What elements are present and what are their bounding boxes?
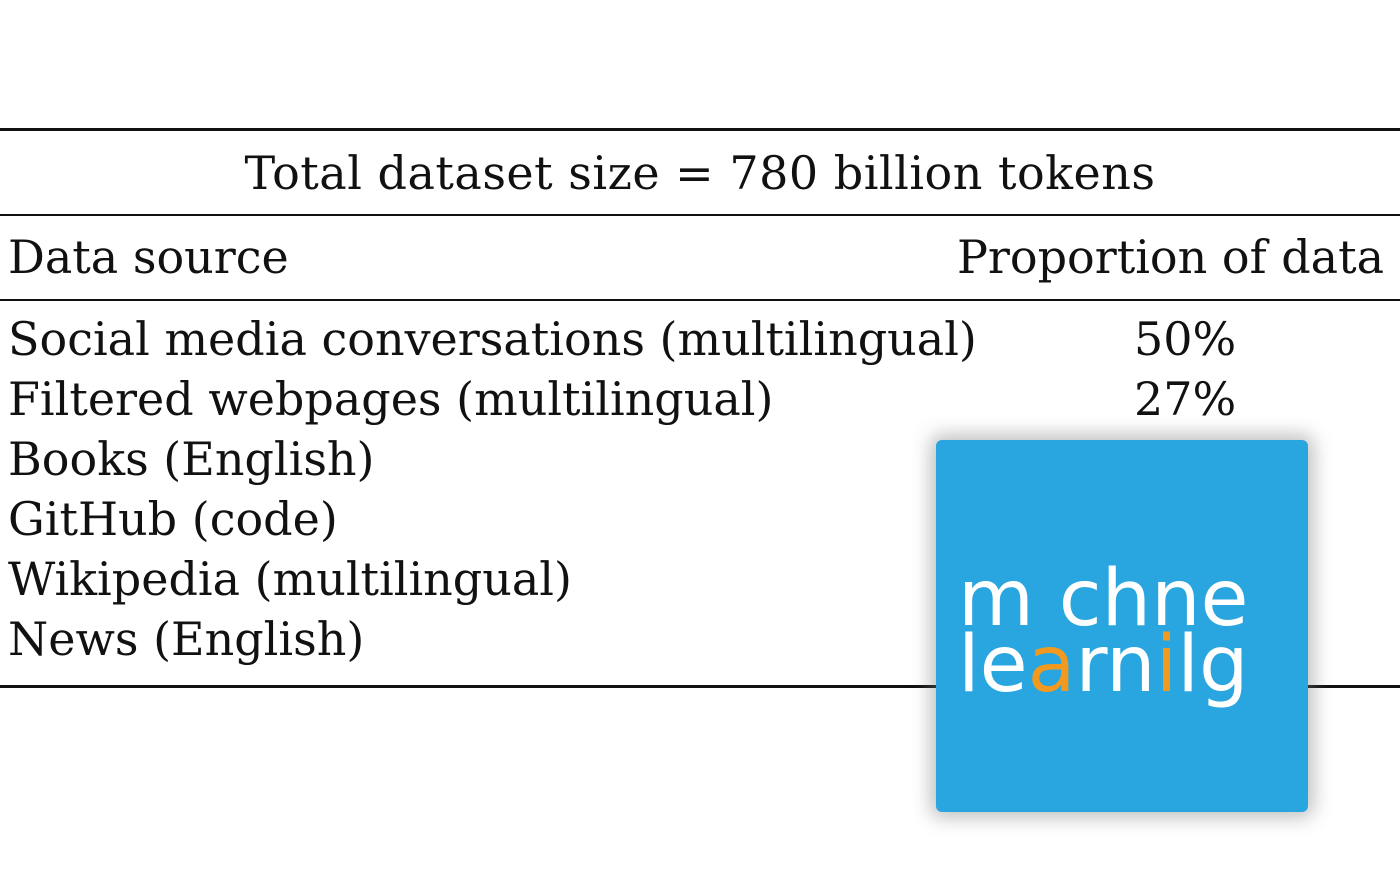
logo-line-learning: learnilg	[958, 620, 1249, 710]
table-top-rule	[0, 128, 1400, 131]
row-source: GitHub (code)	[8, 492, 338, 546]
table-row: Books (English)	[0, 432, 1400, 492]
row-proportion: 50%	[1134, 312, 1237, 366]
row-source: Wikipedia (multilingual)	[8, 552, 572, 606]
table-caption-rule	[0, 214, 1400, 216]
table-caption: Total dataset size = 780 billion tokens	[244, 145, 1156, 200]
row-source: Books (English)	[8, 432, 375, 486]
row-source: Filtered webpages (multilingual)	[8, 372, 774, 426]
row-proportion: 27%	[1134, 372, 1237, 426]
row-source: Social media conversations (multilingual…	[8, 312, 977, 366]
row-source: News (English)	[8, 612, 365, 666]
logo-line-machine: m chne	[958, 554, 1249, 644]
table-bottom-rule	[0, 685, 1400, 688]
table-row: Wikipedia (multilingual)	[0, 552, 1400, 612]
table-header-row: Data source Proportion of data	[0, 216, 1400, 299]
table-header-rule	[0, 299, 1400, 301]
table-body: Social media conversations (multilingual…	[0, 312, 1400, 672]
table-row: Filtered webpages (multilingual) 27%	[0, 372, 1400, 432]
table-row: News (English)	[0, 612, 1400, 672]
machine-learning-logo: m chne learnilg	[936, 440, 1308, 812]
table-row: GitHub (code)	[0, 492, 1400, 552]
table-row: Social media conversations (multilingual…	[0, 312, 1400, 372]
header-data-source: Data source	[8, 230, 289, 284]
header-proportion: Proportion of data	[956, 230, 1384, 284]
